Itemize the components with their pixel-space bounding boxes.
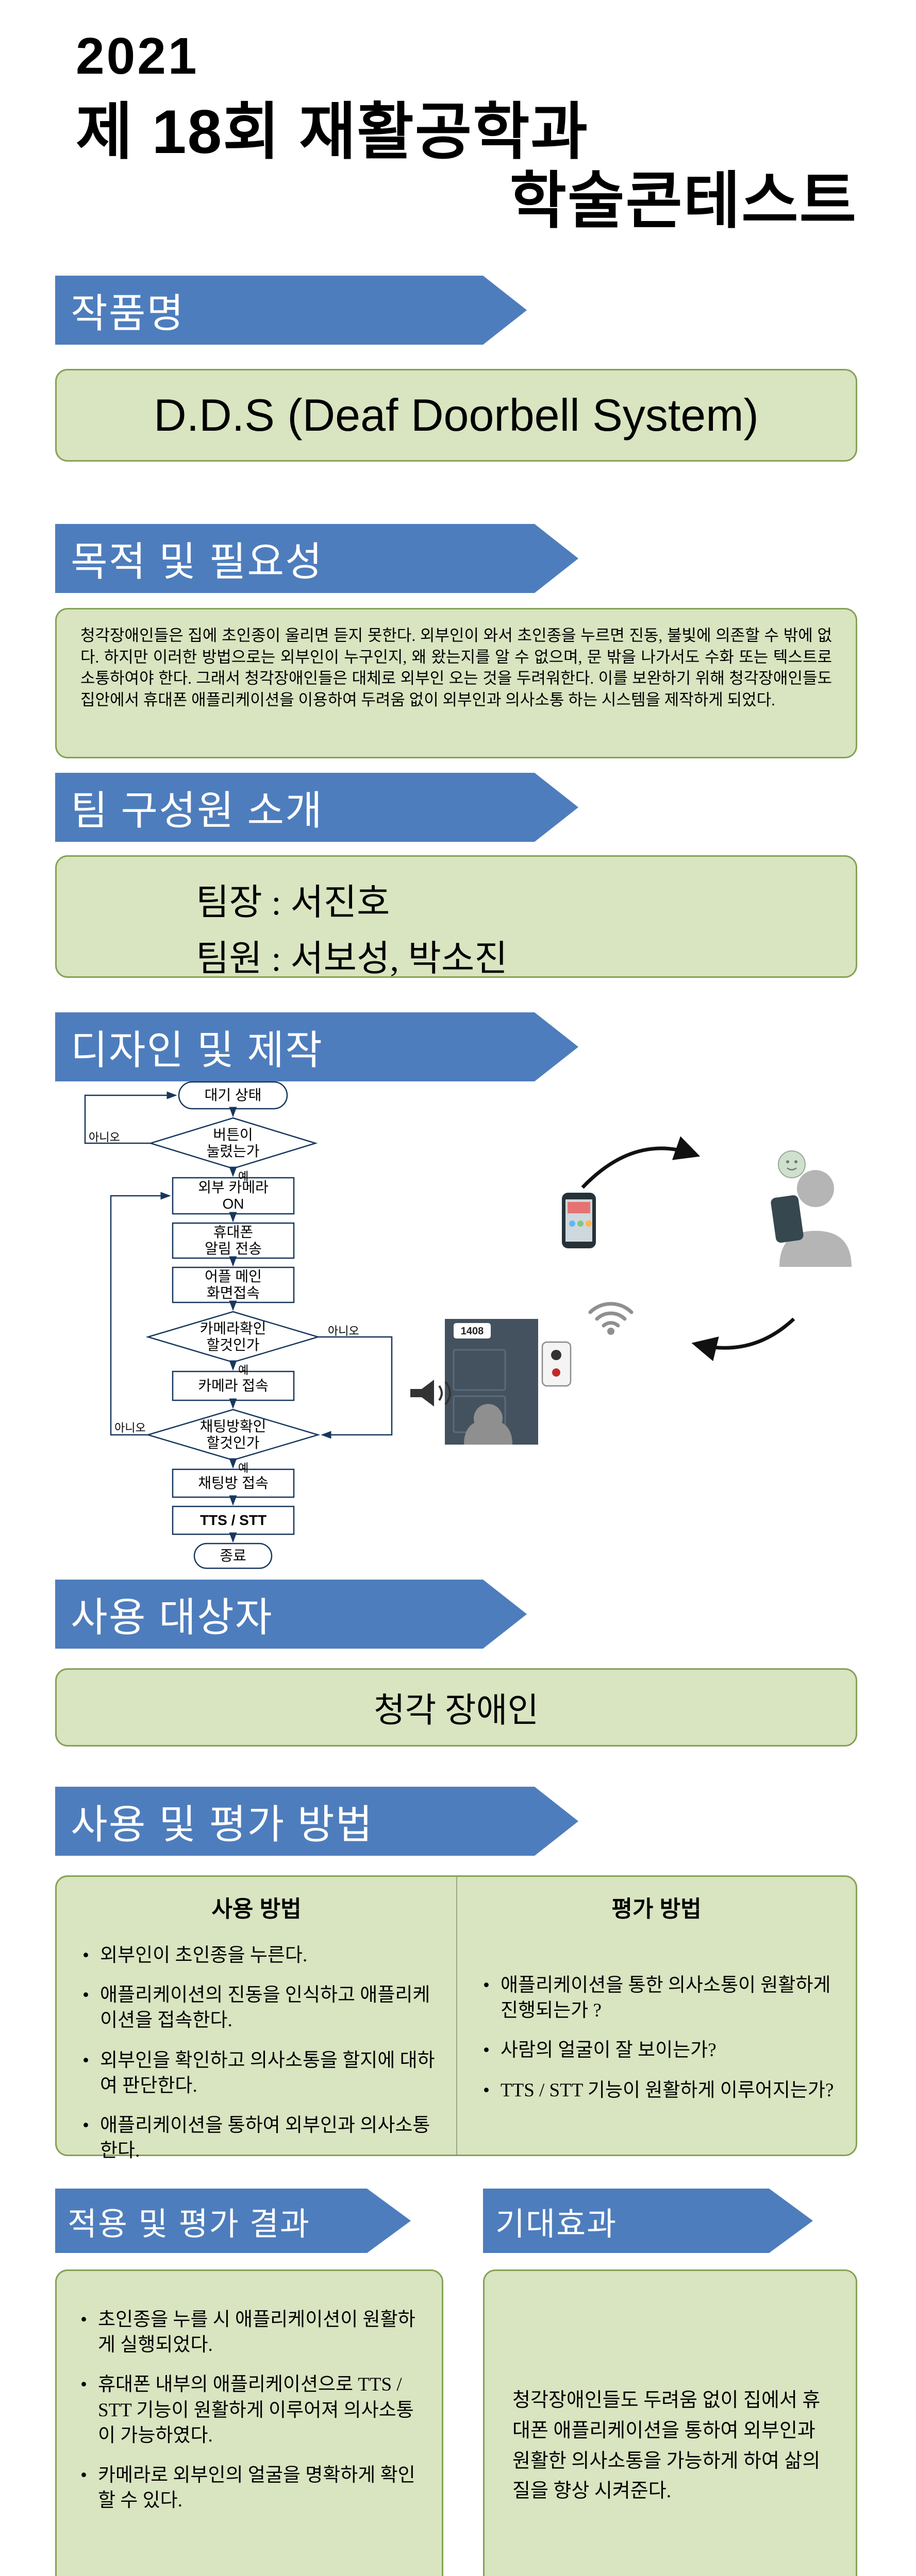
poster-title-line1: 제 18회 재활공학과 xyxy=(76,97,589,166)
banner-purpose-label: 목적 및 필요성 xyxy=(71,539,323,584)
usage-eval-box: 사용 방법 외부인이 초인종을 누른다. 애플리케이션의 진동을 인식하고 애플… xyxy=(55,1875,857,2161)
eval-column: 평가 방법 애플리케이션을 통한 의사소통이 원활하게 진행되는가 ? 사람의 … xyxy=(456,1877,856,2155)
banner-work-title-label: 작품명 xyxy=(71,291,185,336)
results-box: 초인종을 누를 시 애플리케이션이 원활하게 실행되었다. 휴대폰 내부의 애플… xyxy=(55,2269,443,2576)
flow-no-loop-button xyxy=(84,1091,177,1144)
flow-camera-connect-shape xyxy=(172,1370,295,1401)
flow-no-label-2: 아니오 xyxy=(328,1325,359,1337)
banner-work-title: 작품명 xyxy=(55,276,527,345)
banner-results: 적용 및 평가 결과 xyxy=(55,2189,411,2253)
banner-usage-eval: 사용 및 평가 방법 xyxy=(55,1787,578,1856)
flow-camera-on-shape xyxy=(172,1177,295,1215)
banner-team-label: 팀 구성원 소개 xyxy=(71,788,323,833)
eval-item: 사람의 얼굴이 잘 보이는가? xyxy=(478,2038,841,2063)
flow-no-label-1: 아니오 xyxy=(89,1131,120,1144)
work-title-box: D.D.S (Deaf Doorbell System) xyxy=(55,369,857,462)
flow-camera-connect-label: 카메라 접속 xyxy=(198,1377,269,1394)
flow-start-label: 대기 상태 xyxy=(204,1087,262,1103)
banner-target-user-label: 사용 대상자 xyxy=(71,1595,273,1640)
flow-yes-label-1: 예 xyxy=(238,1170,249,1183)
flow-camera-on-label: 외부 카메라 ON xyxy=(198,1179,269,1212)
flow-yes-label-2: 예 xyxy=(238,1364,249,1377)
flow-end-label: 종료 xyxy=(220,1547,246,1564)
poster-title-line2: 학술콘테스트 xyxy=(509,166,857,235)
banner-team: 팀 구성원 소개 xyxy=(55,773,578,842)
door-illustration xyxy=(410,1319,572,1445)
banner-usage-eval-label: 사용 및 평가 방법 xyxy=(71,1802,374,1847)
speaker-icon xyxy=(410,1380,451,1406)
banner-design-label: 디자인 및 제작 xyxy=(71,1027,323,1073)
flow-q-chat-label: 채팅방확인 할것인가 xyxy=(199,1418,267,1451)
results-item: 카메라로 외부인의 얼굴을 명확하게 확인할 수 있다. xyxy=(75,2463,426,2513)
flowchart-connectors xyxy=(84,1091,393,1543)
door-number: 1408 xyxy=(460,1326,484,1337)
flow-no-loop-camera xyxy=(318,1336,393,1439)
banner-results-label: 적용 및 평가 결과 xyxy=(68,2206,310,2242)
banner-purpose: 목적 및 필요성 xyxy=(55,524,578,593)
visitor-silhouette xyxy=(464,1404,512,1445)
flow-no-label-3: 아니오 xyxy=(114,1421,146,1434)
effects-box: 청각장애인들도 두려움 없이 집에서 휴대폰 애플리케이션을 통하여 외부인과 … xyxy=(483,2269,857,2576)
eval-item: TTS / STT 기능이 원활하게 이루어지는가? xyxy=(478,2078,841,2103)
flow-q-button-label: 버튼이 눌렸는가 xyxy=(206,1126,260,1159)
flow-chat-connect-shape xyxy=(172,1468,295,1498)
purpose-box: 청각장애인들은 집에 초인종이 울리면 듣지 못한다. 외부인이 와서 초인종을… xyxy=(55,608,857,758)
usage-item: 애플리케이션을 통하여 외부인과 의사소통 한다. xyxy=(77,2113,442,2163)
results-list: 초인종을 누를 시 애플리케이션이 원활하게 실행되었다. 휴대폰 내부의 애플… xyxy=(75,2307,426,2513)
team-members: 팀원 : 서보성, 박소진 xyxy=(196,939,508,979)
communication-arrows xyxy=(581,1136,795,1361)
wifi-icon xyxy=(588,1302,634,1335)
resident-phone-icon xyxy=(771,1195,804,1243)
door-panel-top xyxy=(453,1349,506,1391)
team-box: 팀장 : 서진호 팀원 : 서보성, 박소진 xyxy=(55,855,857,979)
usage-column: 사용 방법 외부인이 초인종을 누른다. 애플리케이션의 진동을 인식하고 애플… xyxy=(57,1877,456,2161)
resident-silhouette xyxy=(771,1150,852,1267)
usage-item: 외부인을 확인하고 의사소통을 할지에 대하여 판단한다. xyxy=(77,2048,442,2098)
results-item: 초인종을 누를 시 애플리케이션이 원활하게 실행되었다. xyxy=(75,2307,426,2358)
flow-notify-label: 휴대폰 알림 전송 xyxy=(205,1224,262,1257)
smartphone-icon xyxy=(562,1193,596,1248)
banner-target-user: 사용 대상자 xyxy=(55,1580,527,1649)
purpose-text: 청각장애인들은 집에 초인종이 울리면 듣지 못한다. 외부인이 와서 초인종을… xyxy=(80,626,832,709)
flow-yes-label-3: 예 xyxy=(238,1462,249,1475)
eval-item: 애플리케이션을 통한 의사소통이 원활하게 진행되는가 ? xyxy=(478,1973,841,2023)
usage-list: 외부인이 초인종을 누른다. 애플리케이션의 진동을 인식하고 애플리케이션을 … xyxy=(77,1943,442,2178)
usage-item: 외부인이 초인종을 누른다. xyxy=(77,1943,442,1968)
flow-no-loop-chat xyxy=(110,1192,171,1436)
banner-effects: 기대효과 xyxy=(483,2189,813,2253)
flow-end-shape xyxy=(193,1543,273,1569)
eval-header: 평가 방법 xyxy=(611,1896,702,1922)
flow-app-main-shape xyxy=(172,1266,295,1303)
usage-header: 사용 방법 xyxy=(211,1896,302,1922)
eval-list: 애플리케이션을 통한 의사소통이 원활하게 진행되는가 ? 사람의 얼굴이 잘 … xyxy=(478,1973,841,2117)
flow-chat-connect-label: 채팅방 접속 xyxy=(198,1475,269,1491)
flow-q-camera-label: 카메라확인 할것인가 xyxy=(199,1320,267,1353)
flowchart-and-illustration-graphic xyxy=(84,1081,852,1569)
flow-app-main-label: 어플 메인 화면접속 xyxy=(205,1268,262,1301)
arrow-to-visitor xyxy=(691,1317,795,1361)
app-avatar-icon xyxy=(778,1150,806,1178)
poster-year: 2021 xyxy=(76,27,199,85)
effects-text: 청각장애인들도 두려움 없이 집에서 휴대폰 애플리케이션을 통하여 외부인과 … xyxy=(512,2389,821,2502)
doorbell-unit-icon xyxy=(541,1341,572,1387)
flow-tts-label: TTS / STT xyxy=(199,1512,267,1528)
design-production-area: 대기 상태 버튼이 눌렸는가 외부 카메라 ON 휴대폰 알림 전송 어플 메인… xyxy=(0,1061,916,1577)
door-number-plate xyxy=(454,1323,491,1338)
team-leader: 팀장 : 서진호 xyxy=(196,883,390,923)
arrow-to-resident xyxy=(581,1136,701,1189)
target-user-box: 청각 장애인 xyxy=(55,1668,857,1747)
target-user-text: 청각 장애인 xyxy=(373,1692,539,1730)
work-title-text: D.D.S (Deaf Doorbell System) xyxy=(154,389,759,440)
usage-item: 애플리케이션의 진동을 인식하고 애플리케이션을 접속한다. xyxy=(77,1982,442,2033)
banner-design: 디자인 및 제작 xyxy=(55,1012,578,1081)
flowchart-shapes xyxy=(145,1081,321,1569)
banner-effects-label: 기대효과 xyxy=(495,2206,618,2242)
results-item: 휴대폰 내부의 애플리케이션으로 TTS / STT 기능이 원활하게 이루어져… xyxy=(75,2372,426,2448)
